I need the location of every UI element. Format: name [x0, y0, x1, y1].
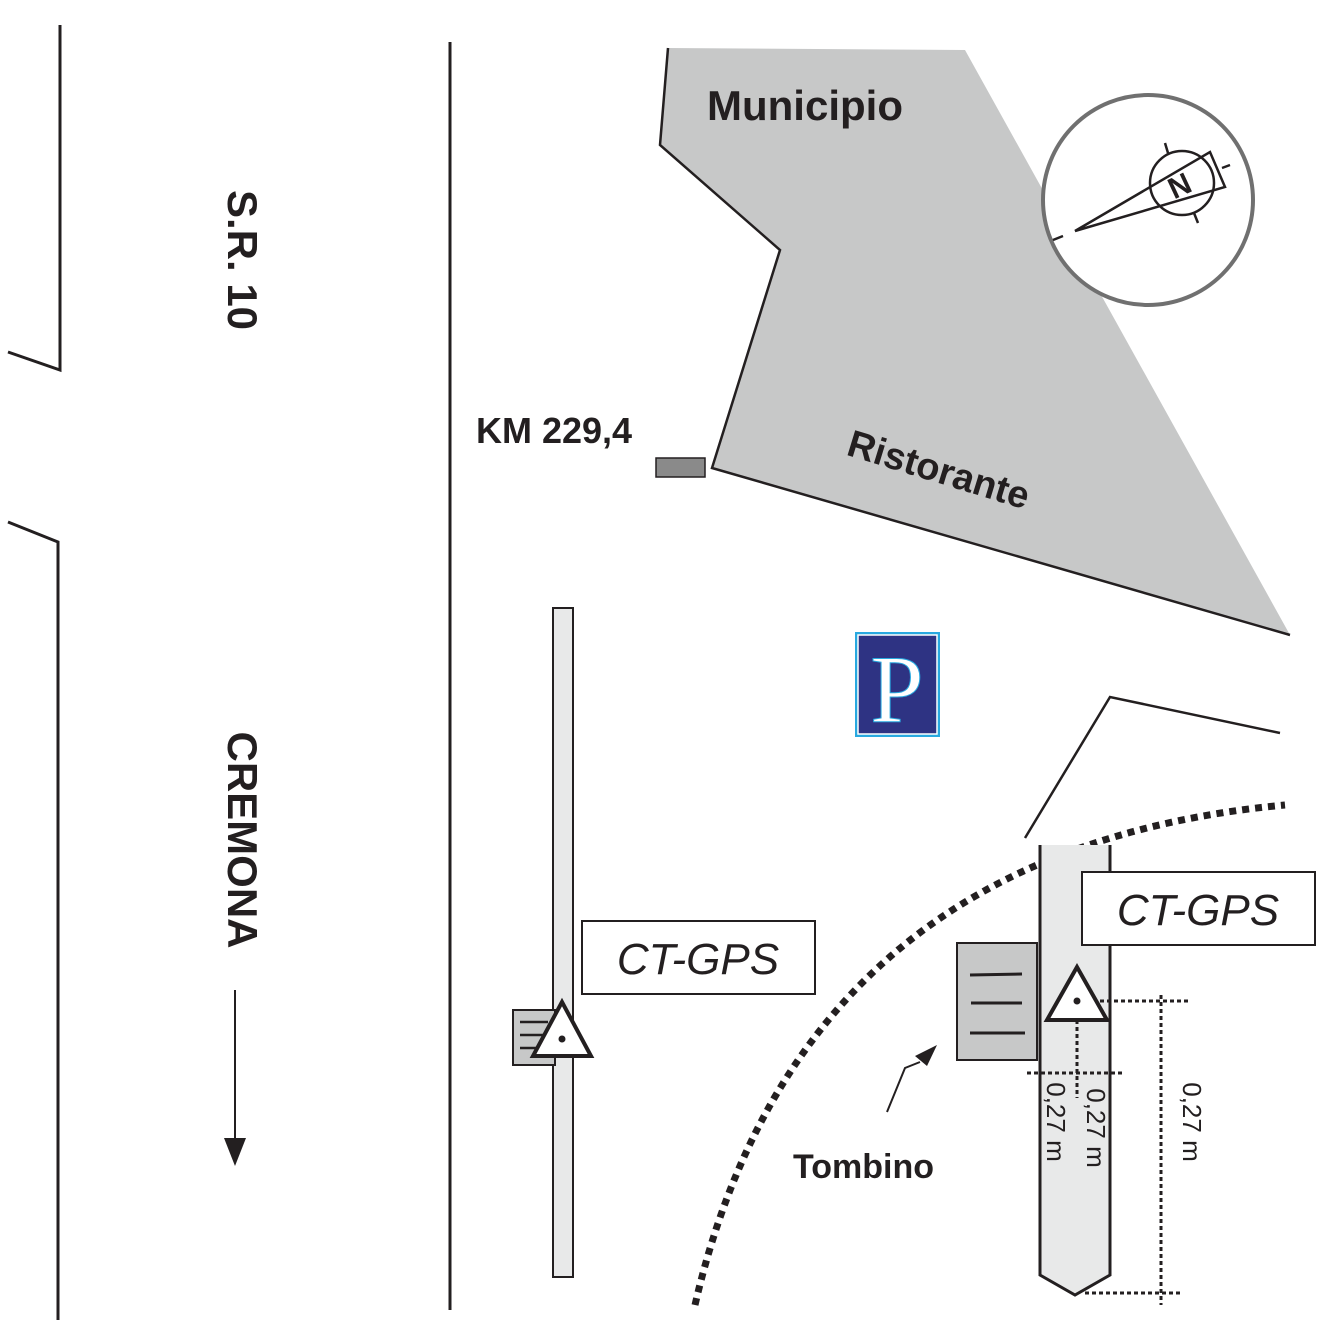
compass-icon: N: [1041, 93, 1255, 307]
svg-text:P: P: [870, 636, 923, 743]
building-area: [660, 48, 1290, 635]
manhole-label: Tombino: [793, 1148, 934, 1186]
measurement-label: 0,27 m: [1041, 1082, 1071, 1162]
km-marker: [655, 457, 706, 478]
direction-label: CREMONA: [219, 732, 266, 949]
building-outline: [658, 47, 1291, 637]
parking-sign-icon: P: [855, 632, 940, 744]
pipe-right: [1038, 845, 1112, 1297]
direction-arrowhead: [224, 1138, 246, 1166]
benchmark-triangle-icon: [529, 997, 595, 1058]
measurement-label: 0,27 m: [1081, 1088, 1111, 1168]
road-edge-upper: [7, 25, 62, 373]
station-label-box-right: [1081, 871, 1316, 946]
road-edge-right-side: [1023, 695, 1281, 839]
road-edge-lower: [7, 520, 60, 1320]
road-name: S.R. 10: [219, 190, 266, 330]
pipe-left: [552, 607, 574, 1278]
station-label-right: CT-GPS: [1117, 886, 1279, 935]
road-curve-dotted: [691, 801, 1286, 1306]
measurement-label: 0,27 m: [1177, 1082, 1207, 1162]
manhole-pointer-arrow: [886, 1061, 921, 1113]
station-label-left: CT-GPS: [617, 935, 779, 984]
km-marker-label: KM 229,4: [476, 410, 632, 451]
building-label-municipio: Municipio: [707, 82, 903, 129]
station-label-box-left: [581, 920, 816, 995]
arrowhead-icon: [915, 1045, 937, 1066]
